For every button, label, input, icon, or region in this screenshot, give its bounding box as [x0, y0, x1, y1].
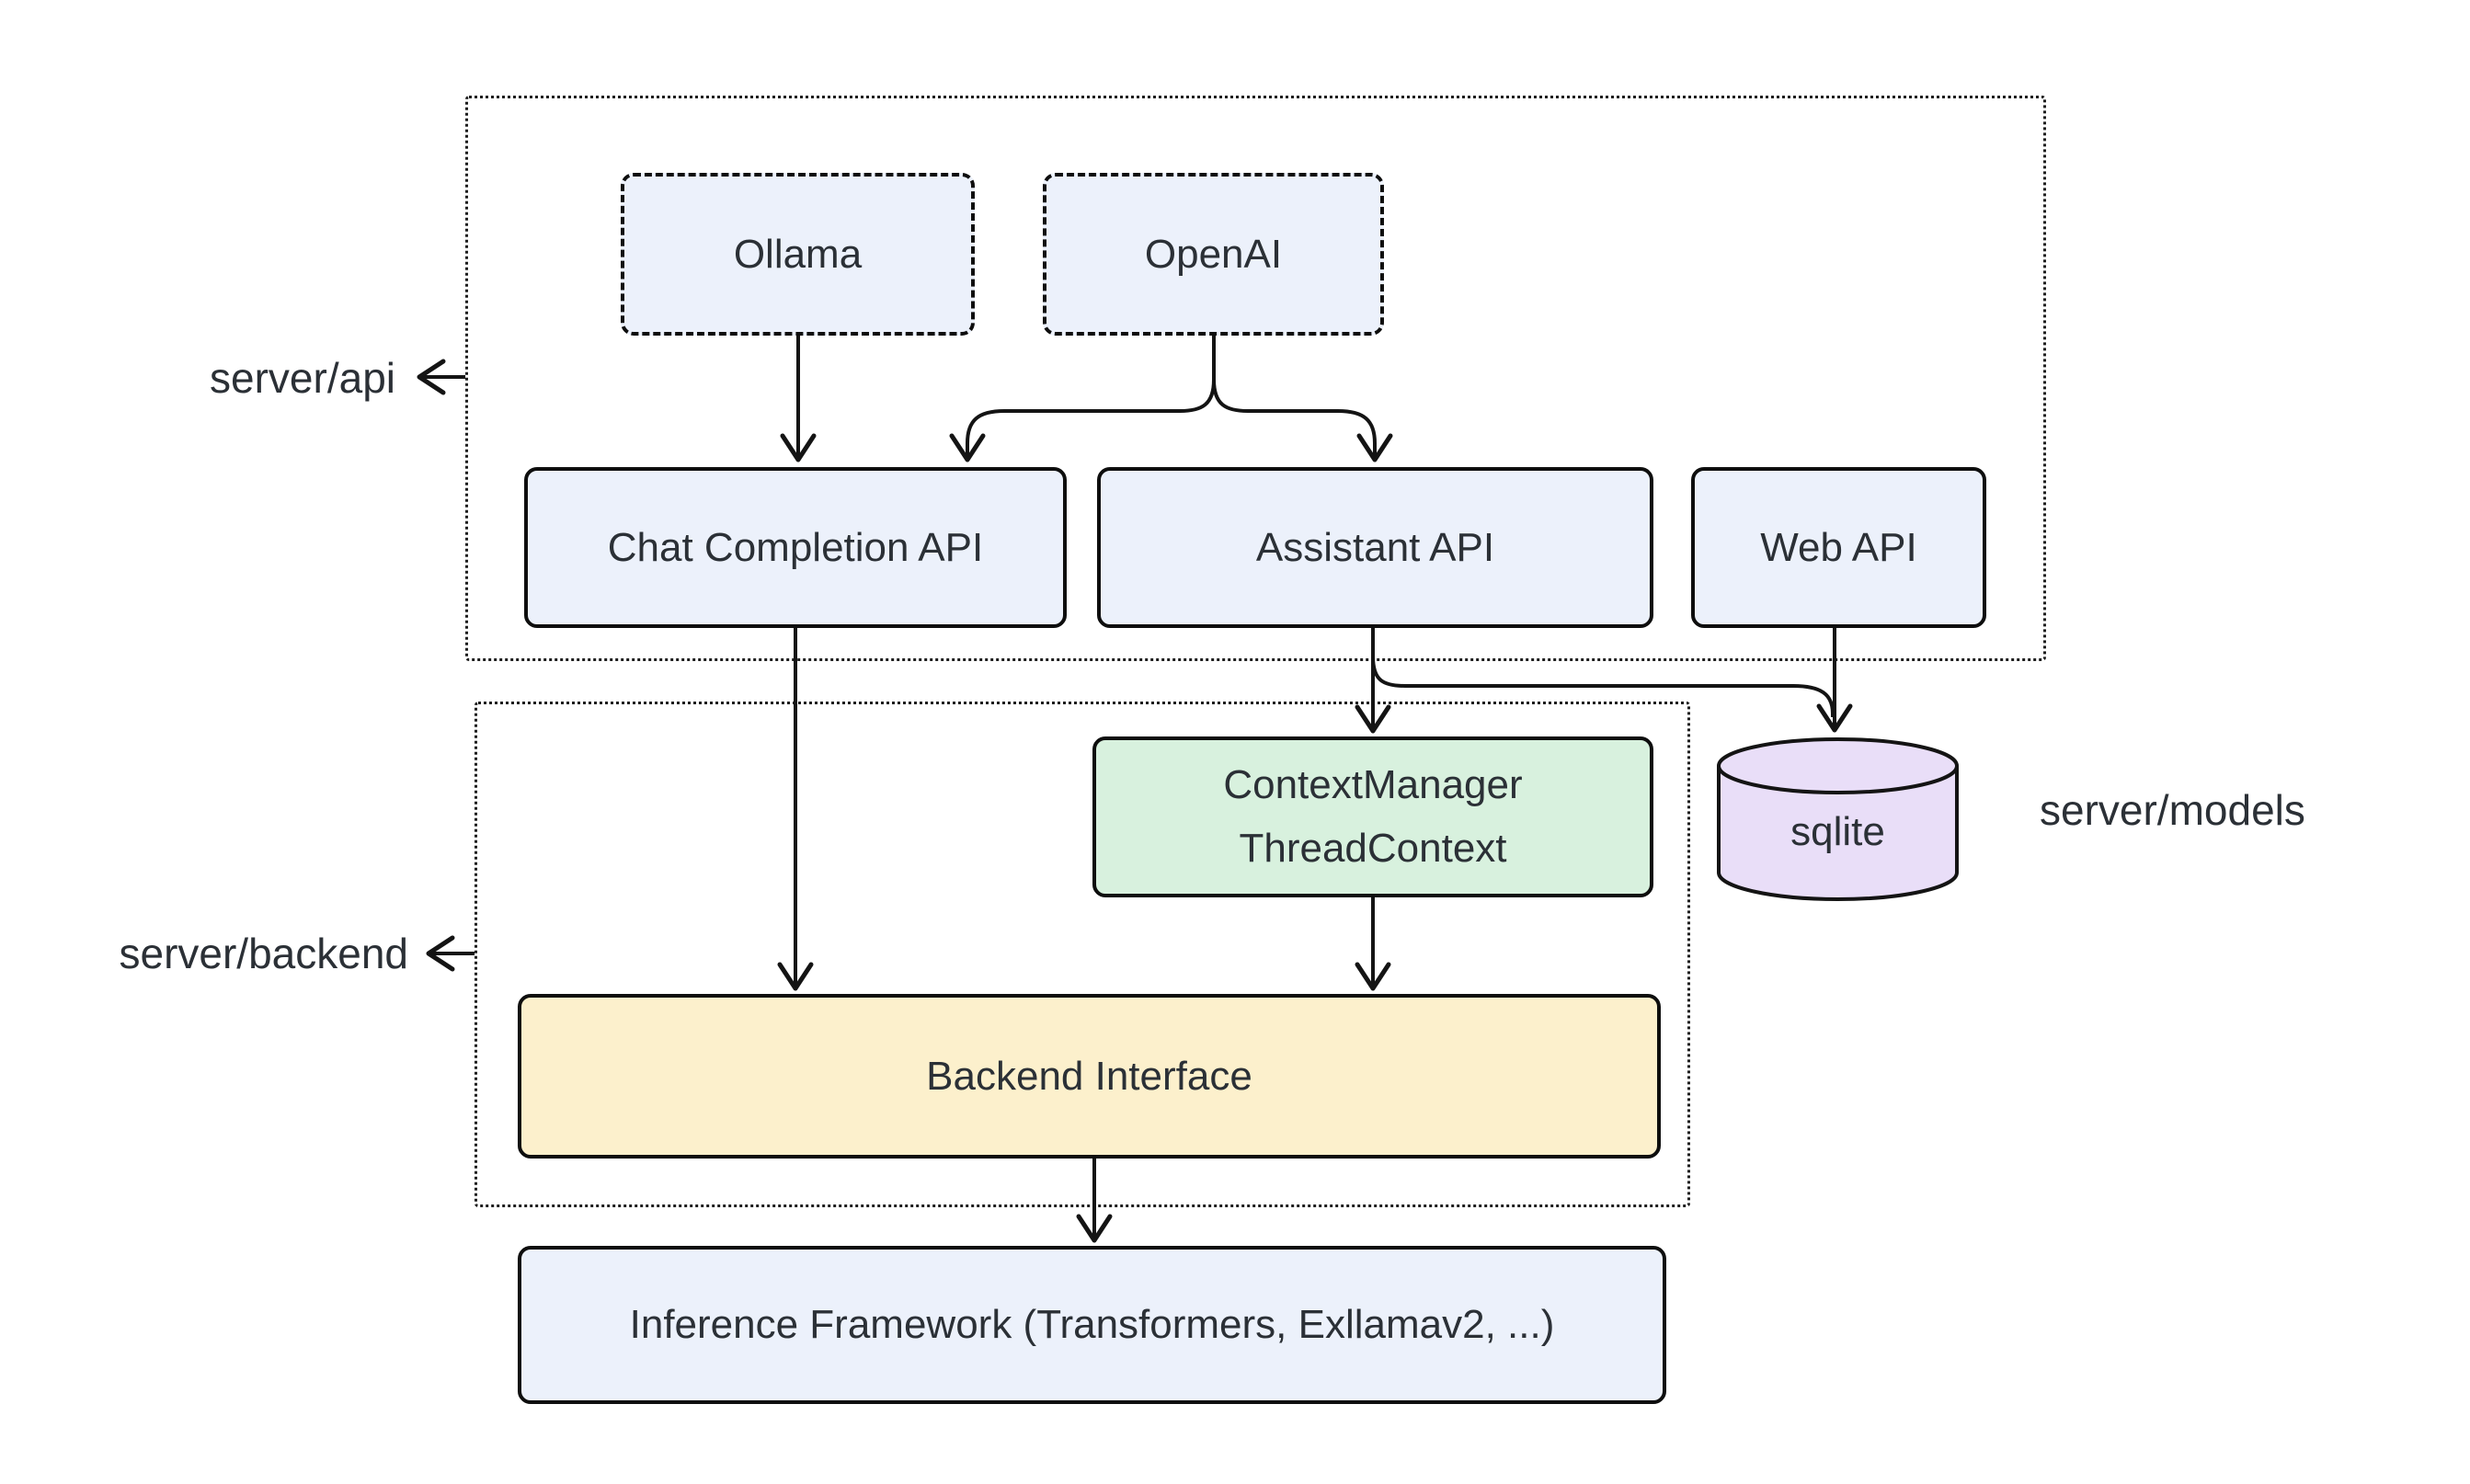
node-assistant-api: Assistant API — [1097, 467, 1653, 628]
node-backend-interface-label: Backend Interface — [926, 1053, 1252, 1099]
sqlite-cylinder-shape — [1717, 737, 1959, 901]
node-web-api: Web API — [1691, 467, 1986, 628]
node-context-manager: ContextManager ThreadContext — [1092, 736, 1653, 897]
label-server-api: server/api — [210, 354, 395, 402]
node-openai: OpenAI — [1043, 173, 1384, 336]
node-backend-interface: Backend Interface — [518, 994, 1661, 1159]
edge-openai-to-assistant — [1212, 336, 1393, 462]
edge-assistant-to-sqlite — [1371, 628, 1835, 717]
label-server-models: server/models — [2040, 786, 2305, 834]
node-chat-completion-api: Chat Completion API — [524, 467, 1067, 628]
node-web-api-label: Web API — [1760, 524, 1917, 570]
node-context-manager-line2: ThreadContext — [1239, 825, 1507, 871]
node-context-manager-line1: ContextManager — [1223, 762, 1523, 808]
node-openai-label: OpenAI — [1144, 231, 1283, 277]
node-chat-completion-api-label: Chat Completion API — [607, 524, 984, 570]
node-inference-framework: Inference Framework (Transformers, Exlla… — [518, 1246, 1666, 1404]
container-server-api — [465, 96, 2046, 661]
edge-openai-to-chat-completion — [949, 336, 1216, 462]
node-sqlite-label: sqlite — [1790, 809, 1885, 854]
node-assistant-api-label: Assistant API — [1255, 524, 1495, 570]
node-inference-framework-label: Inference Framework (Transformers, Exlla… — [629, 1302, 1555, 1348]
container-server-backend — [475, 702, 1690, 1207]
label-server-backend: server/backend — [119, 930, 409, 977]
node-ollama-label: Ollama — [733, 231, 863, 277]
node-ollama: Ollama — [621, 173, 975, 336]
